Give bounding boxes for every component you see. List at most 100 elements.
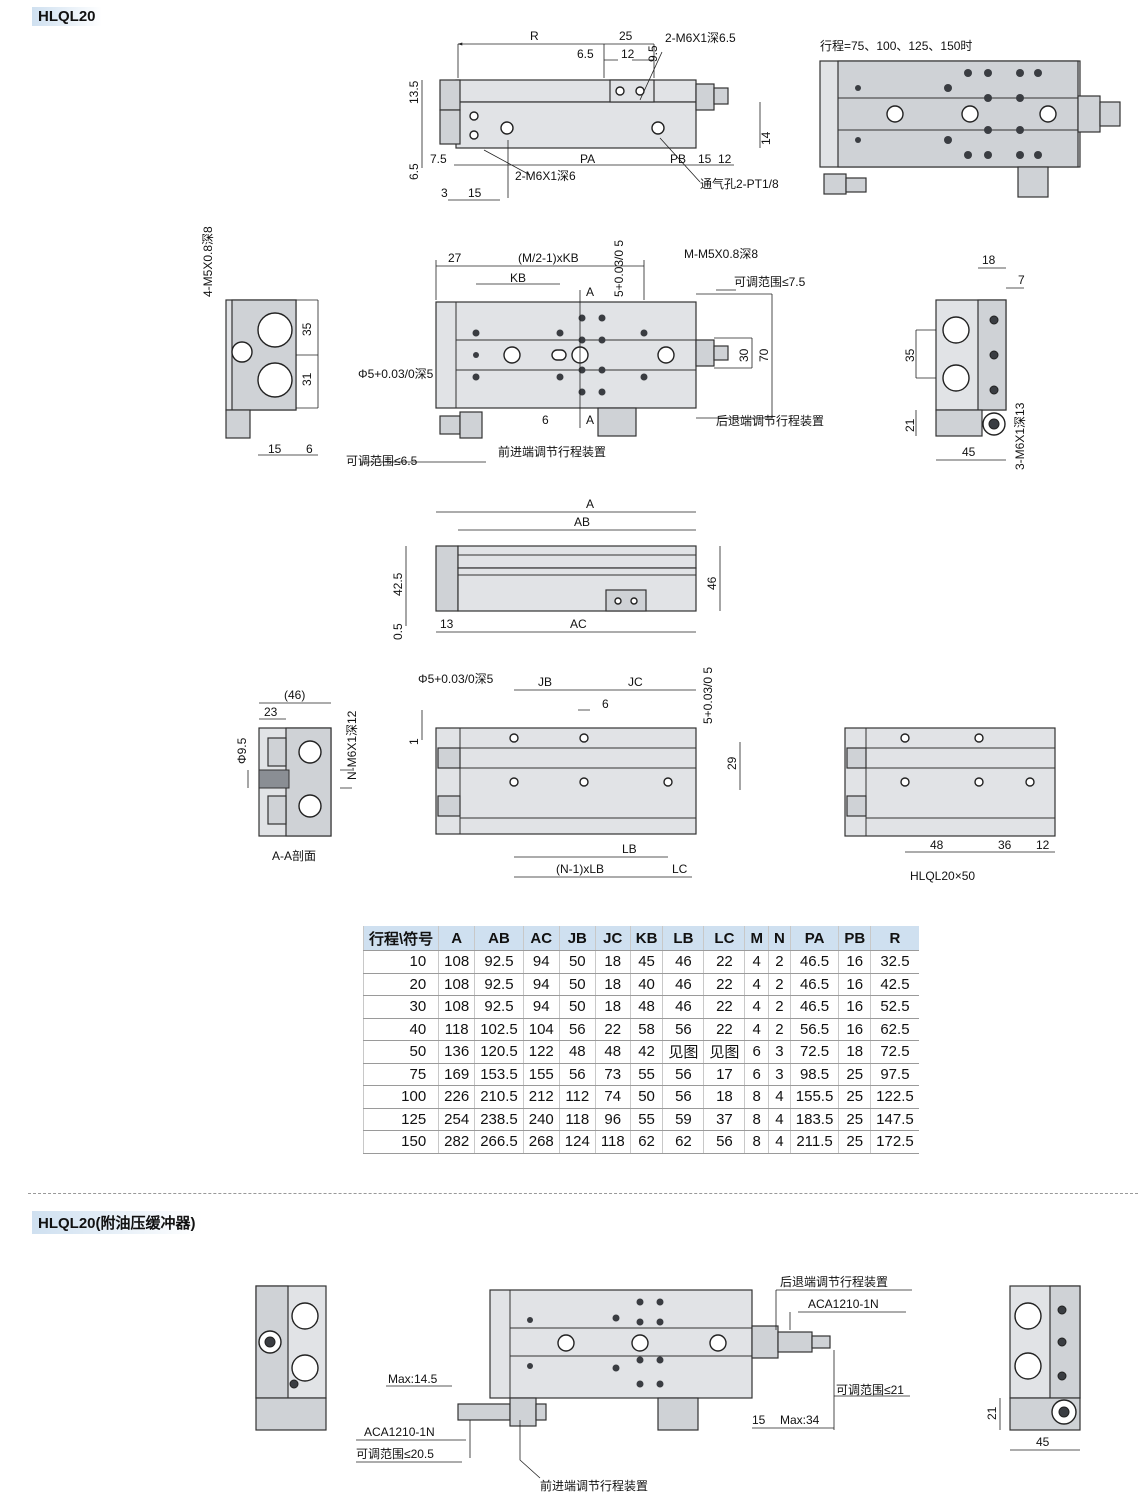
table-cell: 17 [703, 1063, 745, 1086]
table-cell: 48 [594, 1040, 631, 1064]
dim-18-right: 18 [982, 253, 996, 267]
table-header-cell: KB [629, 926, 663, 951]
bottom-view: Φ5+0.03/0深5 JB JC 6 5+0.03/0 5 1 29 LB (… [407, 667, 741, 878]
table-cell: 92.5 [474, 973, 524, 996]
table-cell: 74 [594, 1085, 631, 1109]
table-cell: 104 [522, 1018, 560, 1041]
table-cell: 124 [558, 1130, 596, 1154]
dim-lb: LB [622, 842, 637, 856]
table-cell: 100 [362, 1085, 439, 1109]
table-header-cell: LC [703, 926, 745, 951]
dim-48: 48 [930, 838, 944, 852]
callout-front-adj: 前进端调节行程装置 [498, 444, 606, 459]
table-cell: 8 [744, 1085, 769, 1109]
table-cell: 56 [703, 1130, 745, 1154]
table-cell: 112 [558, 1085, 596, 1109]
table-cell: 118 [558, 1108, 596, 1131]
table-cell: 16 [838, 1018, 871, 1041]
table-cell: 136 [438, 1040, 475, 1064]
table-cell: 169 [438, 1063, 475, 1086]
dim-7-5: 7.5 [430, 152, 447, 166]
dim-pa: PA [580, 152, 595, 166]
table-cell: 56 [558, 1063, 596, 1086]
buffer-plan-view: 后退端调节行程装置 ACA1210-1N Max:14.5 可调范围≤21 15… [356, 1274, 912, 1493]
dim-1: 1 [407, 738, 421, 745]
table-cell: 4 [744, 1018, 769, 1041]
table-cell: 22 [703, 1018, 745, 1041]
table-cell: 98.5 [789, 1063, 839, 1086]
dim-35-right: 35 [903, 348, 917, 362]
left-end-view: 4-M5X0.8深8 35 31 15 6 [201, 226, 319, 456]
buffer-dim-21: 21 [985, 1406, 999, 1420]
table-header-cell: PA [789, 926, 839, 951]
table-cell: 210.5 [474, 1085, 524, 1109]
table-cell: 40 [362, 1018, 439, 1041]
table-cell: 2 [767, 973, 791, 996]
table-cell: 183.5 [789, 1108, 839, 1131]
hlql20x50-view: 48 36 12 HLQL20×50 [844, 727, 1056, 883]
callout-right-thread: 3-M6X1深13 [1013, 402, 1027, 470]
plan-view: 27 (M/2-1)xKB KB 5+0.03/0 5 A A 6 M-M5X0… [346, 240, 824, 468]
table-cell: 75 [362, 1063, 439, 1086]
table-cell: 46.5 [789, 950, 839, 974]
table-cell: 254 [438, 1108, 475, 1131]
table-cell: 42 [629, 1040, 663, 1064]
dim-46-paren: (46) [284, 688, 305, 702]
buffer-front-adj: 前进端调节行程装置 [540, 1478, 648, 1493]
table-cell: 25 [838, 1130, 871, 1154]
right-end-view: 18 7 35 21 45 3-M6X1深13 [903, 253, 1027, 470]
table-cell: 18 [594, 973, 631, 996]
dim-12: 12 [621, 47, 635, 61]
table-cell: 4 [767, 1108, 791, 1131]
dim-14: 14 [759, 131, 773, 145]
table-cell: 62.5 [870, 1018, 919, 1041]
table-cell: 18 [838, 1040, 871, 1064]
buffer-adj20-5: 可调范围≤20.5 [356, 1447, 434, 1461]
table-cell: 8 [744, 1108, 769, 1131]
table-cell: 见图 [662, 1040, 704, 1064]
table-cell: 2 [767, 995, 791, 1019]
table-cell: 56 [662, 1018, 704, 1041]
table-cell: 25 [838, 1085, 871, 1109]
table-header-cell: JB [558, 926, 596, 951]
table-cell: 37 [703, 1108, 745, 1131]
table-cell: 55 [629, 1108, 663, 1131]
table-cell: 6 [744, 1040, 769, 1064]
table-cell: 6 [744, 1063, 769, 1086]
callout-m-thread: M-M5X0.8深8 [684, 247, 758, 261]
buffer-section-title: HLQL20(附油压缓冲器) [32, 1211, 202, 1234]
table-cell: 240 [522, 1108, 560, 1131]
callout-top-thread: 2-M6X1深6.5 [665, 31, 736, 45]
table-cell: 120.5 [474, 1040, 524, 1064]
table-cell: 150 [362, 1130, 439, 1154]
table-header-cell: AC [522, 926, 560, 951]
table-cell: 25 [838, 1063, 871, 1086]
dim-6-bottom: 6 [602, 697, 609, 711]
dim-12b: 12 [718, 152, 732, 166]
dim-35-left: 35 [300, 322, 314, 336]
table-cell: 268 [522, 1130, 560, 1154]
table-cell: 见图 [703, 1040, 745, 1064]
dim-45-right: 45 [962, 445, 976, 459]
dim-6-5: 6.5 [577, 47, 594, 61]
plan-long-stroke: 行程=75、100、125、150时 [819, 38, 1121, 198]
table-cell: 108 [438, 995, 475, 1019]
table-cell: 20 [362, 973, 439, 996]
dim-15: 15 [698, 152, 712, 166]
table-cell: 108 [438, 950, 475, 974]
table-cell: 46 [662, 950, 704, 974]
dim-21-right: 21 [903, 418, 917, 432]
buffer-left-end [255, 1285, 327, 1431]
table-cell: 40 [629, 973, 663, 996]
table-cell: 102.5 [474, 1018, 524, 1041]
table-cell: 30 [362, 995, 439, 1019]
section-divider [28, 1193, 1138, 1194]
callout-phi: Φ5+0.03/0深5 [358, 367, 434, 381]
